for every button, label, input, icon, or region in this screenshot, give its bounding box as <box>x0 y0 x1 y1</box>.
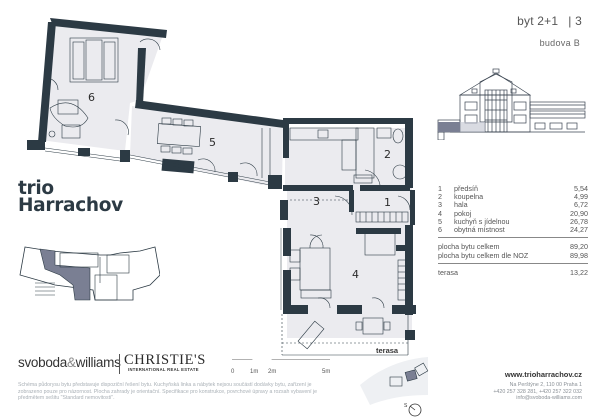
contact-info: Na Perštýne 2, 110 00 Praha 1 +420 257 3… <box>493 382 582 402</box>
room-label-3: 3 <box>313 195 320 208</box>
scale-label-2m: 2m <box>268 369 277 375</box>
disclaimer-text: Schéma půdorysu bytu představuje dispozi… <box>18 382 318 402</box>
svoboda-williams-logo: svoboda&williams <box>18 355 121 370</box>
site-location-compass: S <box>360 357 429 417</box>
logo-divider <box>119 354 120 374</box>
room-label-5: 5 <box>209 136 216 149</box>
unit-title: byt 2+1 | 3 <box>517 14 582 28</box>
phones: +420 257 328 281, +420 257 322 032 <box>493 388 582 395</box>
compass-label: S <box>404 403 408 409</box>
christies-subtitle: INTERNATIONAL REAL ESTATE <box>128 367 199 372</box>
terrace-plan-label: terasa <box>376 346 399 355</box>
brand-line-1: trio <box>18 178 54 199</box>
scale-label-1m: 1m <box>250 369 259 375</box>
brand-line-2: Harrachov <box>18 195 123 216</box>
building-label: budova B <box>539 38 580 48</box>
scale-label-5m: 5m <box>322 369 331 375</box>
site-key-plan <box>19 246 160 301</box>
divider <box>438 263 588 265</box>
email[interactable]: info@svoboda-williams.com <box>516 395 582 402</box>
brand-logo: trio Harrachov <box>18 178 123 216</box>
website-link[interactable]: www.trioharrachov.cz <box>504 370 582 379</box>
christies-logo: CHRISTIE'S <box>124 352 206 368</box>
compass-icon <box>408 403 422 417</box>
address: Na Perštýne 2, 110 00 Praha 1 <box>509 382 582 388</box>
room-label-4: 4 <box>352 268 359 281</box>
divider <box>438 237 588 239</box>
room-label-6: 6 <box>88 91 95 104</box>
unit-number: | 3 <box>568 14 582 28</box>
scale-label-0: 0 <box>231 369 235 375</box>
room-label-2: 2 <box>384 148 391 161</box>
building-elevation-illustration <box>437 68 586 140</box>
floor-plan: 1 2 3 4 5 6 <box>27 18 416 360</box>
unit-type: byt 2+1 <box>517 14 559 28</box>
room-label-1: 1 <box>384 196 391 209</box>
